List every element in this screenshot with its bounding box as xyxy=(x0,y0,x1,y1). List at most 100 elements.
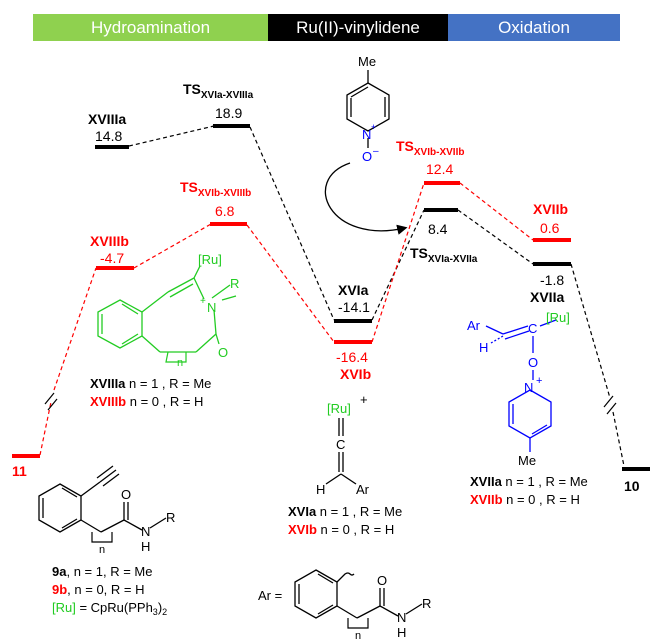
xvii-c: C xyxy=(528,321,537,336)
ring-bond xyxy=(141,335,161,353)
conn-xviiib-ts2 xyxy=(133,223,212,269)
band-oxidation: Oxidation xyxy=(448,14,620,41)
caption-rest: n = 1 , R = Me xyxy=(502,474,588,489)
s9-n: N xyxy=(141,524,150,539)
double-bond xyxy=(61,518,78,529)
ring-bond xyxy=(167,277,195,293)
conn-11-break xyxy=(39,401,52,456)
xviii-ch2n-bracket xyxy=(165,351,187,363)
double-bond xyxy=(317,573,334,584)
xviii-structure xyxy=(97,265,237,353)
xvii-me: Me xyxy=(518,453,536,468)
s9-nsub: n xyxy=(99,544,105,556)
double-bond xyxy=(121,303,139,315)
conn-xvia-ts3 xyxy=(371,209,425,321)
caption-rest: , n = 1, R = Me xyxy=(66,564,152,579)
pyridine-n: N xyxy=(362,127,371,142)
ring-bond xyxy=(193,277,205,300)
ts-main: TS xyxy=(180,179,198,195)
ts-sub: XVIb-XVIIIb xyxy=(198,188,251,199)
chain-bond xyxy=(100,519,125,533)
xviii-n: N xyxy=(207,300,216,315)
s9-o: O xyxy=(121,487,131,502)
xviii-caption-b: XVIIIb n = 0 , R = H xyxy=(90,394,203,409)
s9-r: R xyxy=(166,510,175,525)
ar-o: O xyxy=(377,573,387,588)
chain-bond xyxy=(356,605,381,619)
band-ru-vinylidene: Ru(II)-vinylidene xyxy=(268,14,448,41)
double-bond xyxy=(317,604,334,615)
caption-name: 9a xyxy=(52,564,67,579)
energy-xviia: -1.8 xyxy=(540,272,564,288)
energy-ts-xvib-xviiib: 6.8 xyxy=(215,203,235,219)
substrate-9-bracket xyxy=(91,532,113,543)
ring-bond xyxy=(213,309,217,335)
alkyne-bond xyxy=(99,469,117,483)
xviii-plus: + xyxy=(200,296,206,307)
xviii-o: O xyxy=(218,345,228,360)
label-ts-xvib-xviiib: TSXVIb-XVIIIb xyxy=(180,179,251,199)
benzene-ring xyxy=(38,483,82,533)
pyridine-plus: + xyxy=(371,122,376,132)
n-h-bond xyxy=(221,295,237,301)
break-mark-right-1 xyxy=(603,395,614,408)
n-r-bond xyxy=(149,517,167,529)
xviii-nsub: n xyxy=(177,357,183,369)
ru-def: = CpRu(PPh xyxy=(76,600,153,615)
xvi-ar: Ar xyxy=(356,482,370,497)
xvi-caption-b: XVIb n = 0 , R = H xyxy=(288,522,394,537)
caption-name: XVIIIb xyxy=(90,394,126,409)
label-ts-xvia-xviiia: TSXVIa-XVIIIa xyxy=(183,81,254,101)
label-xvia: XVIa xyxy=(338,282,369,298)
c-ar-bond xyxy=(340,473,357,485)
conn-break-xviiib xyxy=(53,267,97,391)
caption-rest: n = 0 , R = H xyxy=(126,394,203,409)
xviii-r: R xyxy=(230,276,239,291)
ru-close: ) xyxy=(158,600,162,615)
caption-name: 9b xyxy=(52,582,67,597)
pyridine-minus: – xyxy=(373,146,379,157)
energy-xviiib: -4.7 xyxy=(100,250,124,266)
pyridine-o: O xyxy=(362,149,372,164)
label-xviia: XVIIa xyxy=(530,289,564,305)
energy-ts-xvia-xviiia: 18.9 xyxy=(215,105,242,121)
ts-sub: XVIa-XVIIa xyxy=(428,254,478,265)
xvi-ru: [Ru] xyxy=(327,401,351,416)
label-xviib: XVIIb xyxy=(533,201,568,217)
c-c-double-bond xyxy=(504,330,530,340)
break-mark-left-2 xyxy=(47,398,58,411)
chain-bond xyxy=(80,519,102,533)
amide-bond xyxy=(379,605,399,617)
break-mark-right-2 xyxy=(606,402,617,415)
conn-ts2-xvib xyxy=(246,224,335,343)
ch-wedge xyxy=(490,335,504,344)
break-mark-left-1 xyxy=(44,392,55,405)
caption-name: XVIb xyxy=(288,522,317,537)
ar-bracket xyxy=(347,618,369,629)
s9-caption-a: 9a, n = 1, R = Me xyxy=(52,564,152,579)
caption-name: XVIIb xyxy=(470,492,503,507)
ts-main: TS xyxy=(410,245,428,261)
alkyne-bond xyxy=(96,465,114,479)
c-h-bond xyxy=(325,473,342,485)
xvii-ru: [Ru] xyxy=(546,310,570,325)
xvii-ar: Ar xyxy=(467,318,481,333)
double-bond xyxy=(215,333,220,345)
double-bond xyxy=(531,424,548,435)
n-r-bond xyxy=(211,284,231,299)
benzene-ring xyxy=(97,299,143,349)
alkyne-bond xyxy=(102,473,120,487)
ru-bond xyxy=(193,265,201,279)
ts-main: TS xyxy=(396,138,414,154)
caption-rest: n = 0 , R = H xyxy=(317,522,394,537)
energy-xvia: -14.1 xyxy=(338,299,370,315)
xvii-structure xyxy=(485,319,557,452)
substrate-9-structure xyxy=(38,465,167,533)
energy-xviiia: 14.8 xyxy=(95,128,122,144)
xvi-c: C xyxy=(336,437,345,452)
double-bond xyxy=(61,487,78,498)
caption-rest: n = 1 , R = Me xyxy=(316,504,402,519)
xvii-h: H xyxy=(479,340,488,355)
energy-ts-xvia-xviia: 8.4 xyxy=(428,221,448,237)
